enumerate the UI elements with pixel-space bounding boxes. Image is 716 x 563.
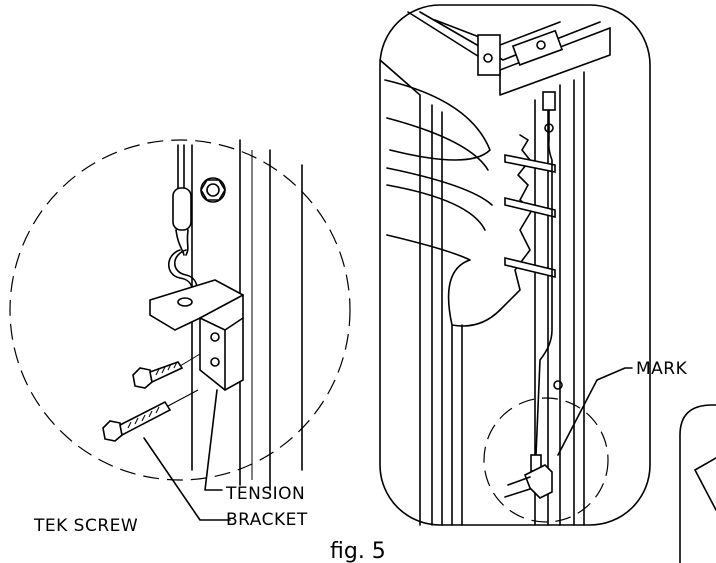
tension-bracket-leader (204, 389, 223, 491)
detail-circle (9, 139, 351, 481)
tek-screw-label: TEK SCREW (33, 516, 138, 536)
door-track-frame (191, 139, 303, 491)
door-curtain (379, 59, 556, 526)
tension-bracket (149, 279, 244, 391)
detail-view (9, 139, 351, 521)
frame-bolt (200, 177, 226, 203)
mark-leader (557, 367, 633, 456)
side-track (534, 71, 585, 526)
tension-bracket-label-line1: TENSION (225, 484, 305, 504)
top-corner-assembly (407, 11, 611, 96)
tek-screw-leader (143, 437, 231, 521)
mark-hole (553, 380, 563, 390)
mark-label: MARK (636, 359, 688, 379)
overall-view (379, 4, 651, 526)
next-figure-partial (679, 404, 716, 563)
detail-callout-circle (483, 397, 609, 523)
tension-bracket-label-line2: BRACKET (226, 510, 308, 530)
overall-cable (504, 91, 556, 499)
cable-sleeve (172, 187, 192, 256)
overall-view-frame (379, 4, 651, 526)
cable (177, 144, 185, 189)
tek-screw-lower (102, 389, 199, 442)
figure-caption: fig. 5 (330, 539, 386, 563)
tek-screw-upper (132, 353, 201, 389)
